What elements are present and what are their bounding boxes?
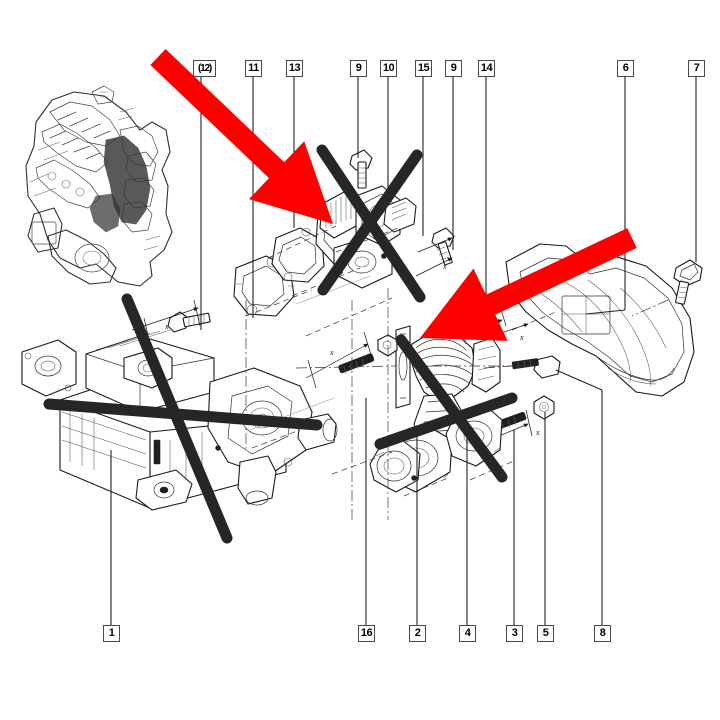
callout-1: 1 [103,625,120,642]
dimension-label-d2: x [330,348,334,357]
engine-assembly-reference [25,85,173,287]
strikeout-egr-cooler-stroke-2 [43,398,323,431]
callout-13: 13 [286,60,303,77]
callout-10: 10 [380,60,397,77]
callout-9: 9 [350,60,367,77]
arrow-egr-valve [150,49,333,224]
callout-6: 6 [617,60,634,77]
egr-valve-gasket [271,227,325,283]
callout-9: 9 [445,60,462,77]
callout-15: 15 [415,60,432,77]
callout-8: 8 [594,625,611,642]
callout-leader-lines [110,77,697,625]
dimension-label-d1: x [165,322,169,331]
callout-16: 16 [358,625,375,642]
callout-2: 2 [409,625,426,642]
dimension-label-d4: x [520,333,524,342]
arrow-bellows-flange [420,228,637,341]
strikeout-egr-valve-stroke-2 [317,149,423,296]
strikeout-egr-valve [316,144,426,303]
dimension-label-d5: x [536,428,540,437]
callout-11: 11 [245,60,262,77]
exhaust-manifold-heat-shield [505,243,703,397]
construction-lines [245,225,557,522]
callout-7: 7 [688,60,705,77]
strikeout-bellows [374,334,518,483]
strikeout-marks [43,144,518,544]
callout-14: 14 [478,60,495,77]
callout-4: 4 [459,625,476,642]
callout-5: 5 [537,625,554,642]
dimension-label-d3: x [443,262,447,271]
callout-12: (12) [193,60,216,77]
callout-3: 3 [506,625,523,642]
strikeout-egr-cooler [43,293,323,544]
strikeout-bellows-stroke-1 [395,334,508,483]
strikeout-bellows-stroke-2 [374,392,518,450]
annotation-arrows [150,49,637,341]
